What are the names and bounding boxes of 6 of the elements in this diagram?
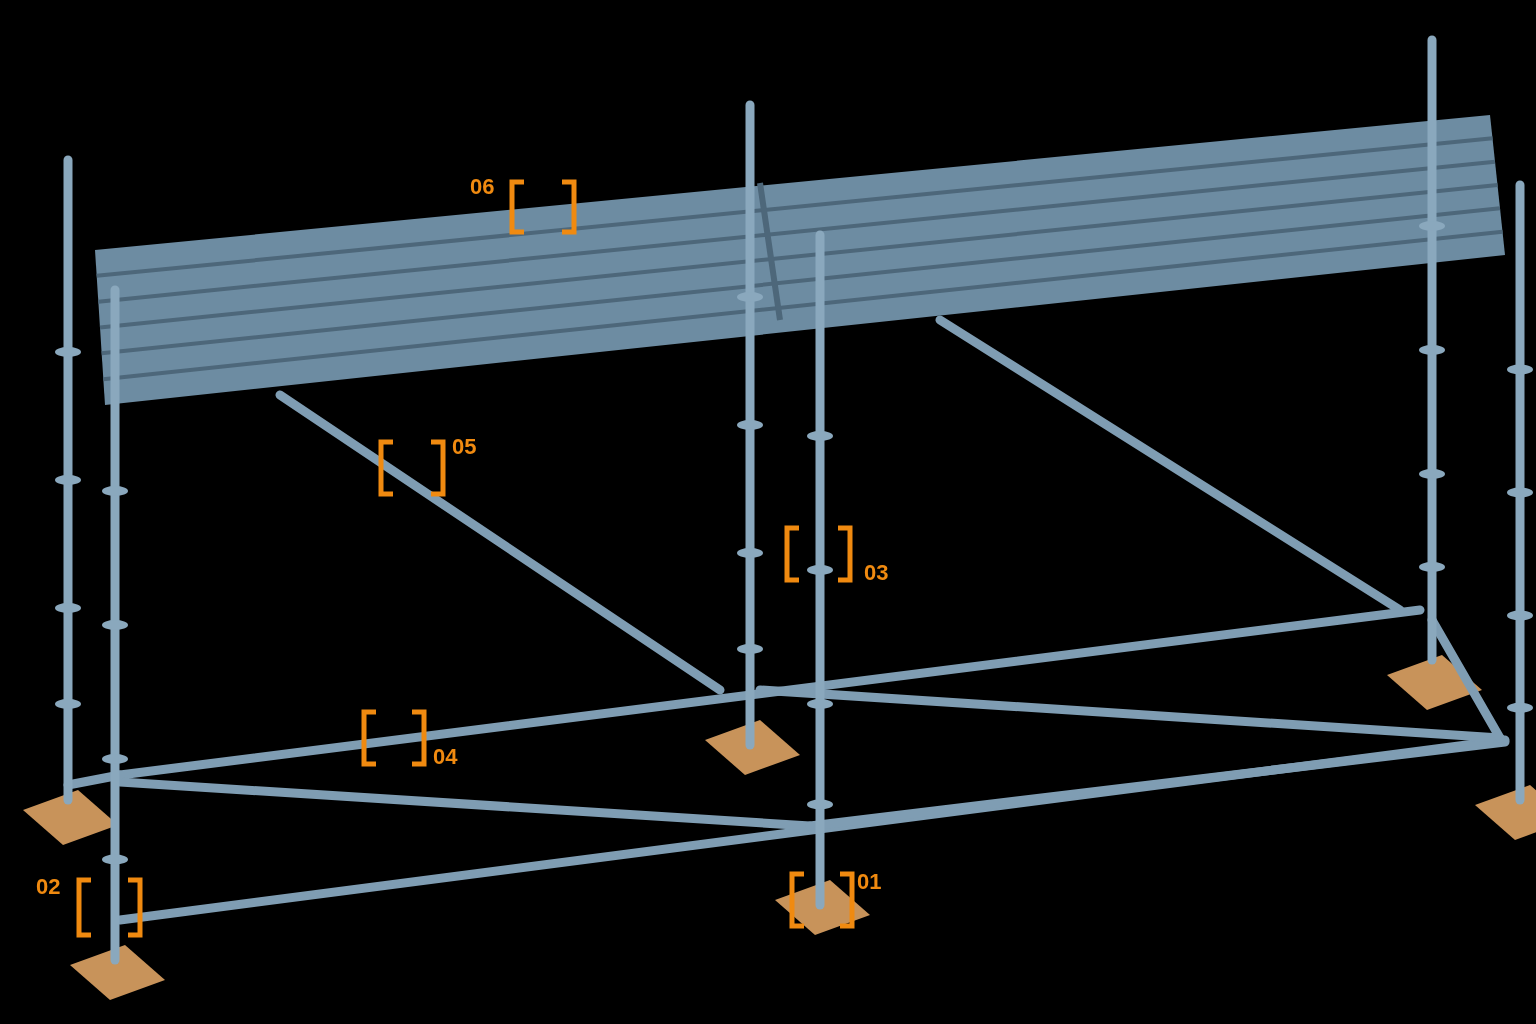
callout-number: 02 (36, 876, 61, 898)
callout-number: 03 (864, 562, 889, 584)
callout-number: 05 (452, 436, 477, 458)
callout-number: 01 (857, 871, 882, 893)
callout-number: 04 (433, 746, 458, 768)
callout-number: 06 (470, 176, 495, 198)
